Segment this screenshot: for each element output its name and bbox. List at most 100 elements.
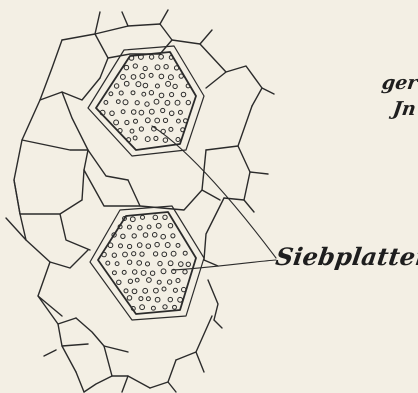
cropped-text-fragment: ger <box>380 72 418 94</box>
sieve-pore <box>170 93 174 97</box>
sieve-pore <box>176 243 180 247</box>
sieve-pore <box>133 64 137 68</box>
sieve-pore <box>143 83 148 88</box>
sieve-pore <box>139 297 143 301</box>
sieve-pore <box>130 129 134 133</box>
sieve-pore <box>124 81 129 86</box>
sieve-pore <box>109 92 113 96</box>
sieve-pore <box>158 261 162 265</box>
label-leader-lines <box>152 126 276 270</box>
sieve-pore <box>127 244 131 248</box>
sieve-pore <box>141 215 145 219</box>
sieve-pore <box>171 234 175 238</box>
sieve-pore <box>155 84 159 88</box>
sieve-pore <box>139 127 143 131</box>
sieve-pore <box>149 55 153 59</box>
sieve-pore <box>146 244 151 249</box>
sieve-pore <box>122 270 126 274</box>
sieve-pore <box>155 242 159 246</box>
sieve-pore <box>149 73 153 77</box>
sieve-pore <box>116 100 120 104</box>
sieve-pore <box>140 252 144 256</box>
sieve-pore <box>176 137 180 141</box>
sieve-pore <box>165 100 170 105</box>
sieve-pore <box>140 305 145 310</box>
sieve-pore <box>138 226 142 230</box>
sieve-pore <box>173 288 177 292</box>
sieve-pore <box>127 296 132 301</box>
sieve-pore <box>161 234 166 239</box>
sieve-pore <box>132 252 136 256</box>
sieve-pore <box>163 305 167 309</box>
sieve-cell-lower <box>90 206 204 320</box>
sieve-pore <box>164 65 168 69</box>
sieve-pore <box>155 118 160 123</box>
sieve-pore <box>146 297 150 301</box>
sieve-pore <box>133 136 137 140</box>
sieve-pore <box>162 287 166 291</box>
sieve-pore <box>161 269 166 274</box>
sieve-pore <box>123 100 128 105</box>
sieve-pore <box>136 82 141 87</box>
sieve-pore <box>145 102 149 106</box>
sieve-pore <box>119 91 123 95</box>
sieve-pore <box>124 65 129 70</box>
sieve-pore <box>163 215 167 219</box>
sieve-pore <box>155 65 160 70</box>
sieve-pore <box>171 251 176 256</box>
sieve-pore <box>168 297 172 301</box>
sieve-pore <box>173 84 177 88</box>
sieve-pore <box>153 252 157 256</box>
sieve-pore <box>108 243 113 248</box>
sieve-cell-upper <box>88 46 204 156</box>
cropped-text-fragment: Jn <box>391 98 417 120</box>
sieve-pore <box>169 111 174 116</box>
sieve-pore <box>159 74 164 79</box>
sieve-pore <box>157 280 161 284</box>
sieve-pore <box>121 110 125 114</box>
sieve-pore <box>167 280 171 284</box>
sieve-pore <box>152 233 157 238</box>
sieve-pore <box>145 118 150 123</box>
sieve-pore <box>120 74 125 79</box>
sieve-pore <box>176 119 180 123</box>
sieve-pore <box>143 233 148 238</box>
sieve-pore <box>179 262 184 267</box>
sieve-pore <box>124 289 128 293</box>
sieve-pore <box>154 136 158 140</box>
sieve-pore <box>181 92 186 97</box>
sieve-pore <box>168 223 172 227</box>
sieve-pore <box>149 91 153 95</box>
sieve-pore <box>140 74 145 79</box>
sieve-pore <box>117 280 121 284</box>
sieve-pore <box>128 279 132 283</box>
sieve-pore <box>183 270 187 274</box>
sieve-pore <box>115 262 119 266</box>
sieve-pore <box>186 262 190 266</box>
sieve-pore <box>123 252 128 257</box>
sieve-pore <box>137 261 142 266</box>
sieve-pore <box>114 120 119 125</box>
sieve-pore <box>119 244 123 248</box>
sieve-pore <box>127 260 131 264</box>
sieve-pore <box>127 225 131 229</box>
sieve-pore <box>150 271 154 275</box>
sieve-pore <box>155 297 160 302</box>
sieve-pore <box>182 287 186 291</box>
sieve-pore <box>132 234 136 238</box>
cell-walls <box>6 10 274 392</box>
sieve-pore <box>159 54 164 59</box>
sieve-pore <box>125 120 129 124</box>
sieve-pore <box>149 109 154 114</box>
sieve-pore <box>183 251 187 255</box>
sieve-pore <box>163 138 167 142</box>
sieve-pore <box>135 278 139 282</box>
sieve-pore <box>143 66 147 70</box>
sieve-pore <box>165 243 170 248</box>
sieve-pore <box>154 288 159 293</box>
sieve-pore <box>153 215 158 220</box>
sieve-pore <box>135 101 139 105</box>
sieve-pore <box>112 271 116 275</box>
sieve-pore <box>156 223 161 228</box>
